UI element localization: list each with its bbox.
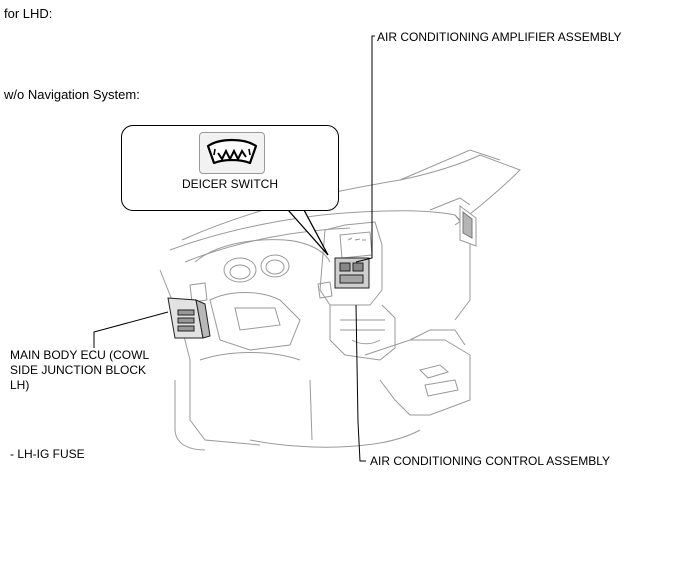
variant-heading: w/o Navigation System:: [4, 87, 140, 102]
main-body-ecu-label-line2: SIDE JUNCTION BLOCK: [10, 363, 147, 377]
main-body-ecu-label-line1: MAIN BODY ECU (COWL: [10, 348, 150, 362]
main-body-ecu-label-line3: LH): [10, 378, 30, 392]
ac-amplifier-label: AIR CONDITIONING AMPLIFIER ASSEMBLY: [377, 30, 622, 44]
windshield-deicer-icon: [199, 132, 265, 174]
deicer-switch-label: DEICER SWITCH: [182, 177, 278, 191]
deicer-switch-callout: DEICER SWITCH: [121, 125, 339, 211]
ac-control-label: AIR CONDITIONING CONTROL ASSEMBLY: [370, 454, 611, 468]
lh-ig-fuse-label: - LH-IG FUSE: [10, 447, 85, 461]
for-lhd-heading: for LHD:: [4, 6, 53, 21]
